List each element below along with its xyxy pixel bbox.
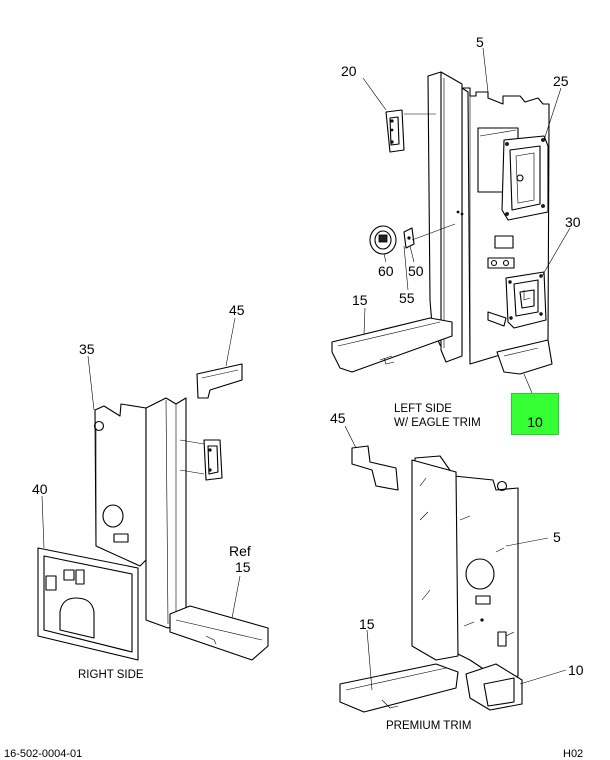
callout-45-left: 45 [229,302,245,318]
grab-handle-25 [501,135,549,221]
right-side-assembly [37,317,269,661]
callout-15-ref: 15 [235,559,251,575]
flange-premium [411,459,459,661]
callout-40: 40 [32,481,48,497]
callout-30: 30 [565,214,581,230]
highlighted-callout-10: 10 [511,393,559,435]
dome-light-60 [369,225,397,255]
callout-50: 50 [408,263,424,279]
grab-handle-20 [385,109,405,153]
base-15-top [331,317,453,373]
base-15-ref [169,605,269,661]
caption-premium-trim: PREMIUM TRIM [386,720,472,732]
callout-55: 55 [399,290,415,306]
callout-60: 60 [378,263,394,279]
caption-right-side: RIGHT SIDE [78,669,144,681]
callout-ref-label: Ref [229,543,251,559]
callout-5-right: 5 [553,529,561,545]
cover-panel-40 [37,547,139,661]
callout-35: 35 [79,341,95,357]
callout-25: 25 [553,73,569,89]
part-10-premium [465,663,523,711]
callout-15-bottom: 15 [359,616,375,632]
part-10-top [496,339,553,375]
premium-trim-assembly [339,425,567,713]
sheet-code: H02 [563,748,584,760]
panel-5-flange [440,71,463,363]
callout-20: 20 [341,63,357,79]
drawing-number: 16-502-0004-01 [4,748,83,760]
callout-45-right: 45 [330,410,346,426]
callout-15-top: 15 [352,292,368,308]
caption-left-side: LEFT SIDE [394,403,452,415]
bracket-55-50 [403,227,415,249]
left-side-eagle-trim-assembly [331,47,571,394]
callout-5-top: 5 [476,34,484,50]
callout-10-bottom: 10 [568,662,584,678]
base-15-premium [339,663,459,713]
trim-bracket-45-left [196,363,243,399]
caption-eagle-trim: W/ EAGLE TRIM [394,417,481,429]
trim-bracket-45-right [351,445,399,491]
grab-handle-right-side [203,439,223,481]
switch-bezel-30 [505,271,547,329]
